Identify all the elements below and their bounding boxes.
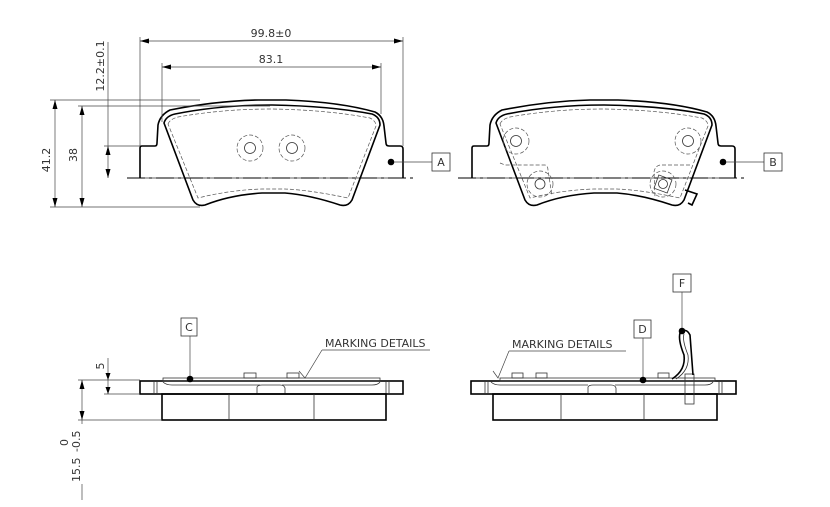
reference-dot: [719, 158, 727, 166]
reference-dot: [186, 375, 194, 383]
callout-d-box: [633, 319, 652, 339]
marking-details-right: MARKING DETAILS: [512, 338, 613, 351]
top-left-pad-view: A 99.8±0 83.1 41.2 38 12.2±0.1: [40, 27, 451, 208]
hole: [278, 134, 306, 162]
hole: [502, 127, 530, 155]
top-right-pad-view: B: [458, 99, 783, 207]
dim-total-thickness: 15.5: [70, 458, 83, 483]
marking-details-left: MARKING DETAILS: [325, 337, 426, 350]
callout-b-box: [763, 152, 783, 172]
bottom-right-side-view: D F MARKING DETAILS: [470, 273, 737, 421]
dim-plate-thickness: 5: [94, 363, 107, 370]
reference-dot: [678, 327, 686, 335]
hole: [236, 134, 264, 162]
reference-dot: [639, 376, 647, 384]
dim-total-thickness-tol-lower: -0.5: [70, 431, 83, 452]
dim-overall-width: 99.8±0: [251, 27, 292, 40]
callout-b: B: [769, 156, 777, 169]
reference-dot: [387, 158, 395, 166]
dim-ear-height: 12.2±0.1: [94, 40, 107, 91]
dim-inner-width: 83.1: [259, 53, 284, 66]
dim-total-thickness-tol-upper: 0: [58, 439, 71, 446]
hole: [674, 127, 702, 155]
wear-sensor-wire: [671, 329, 695, 405]
dim-pad-height: 38: [67, 148, 80, 162]
hole: [649, 170, 677, 198]
callout-a-box: [431, 152, 451, 172]
callout-c-box: [180, 317, 198, 337]
bottom-left-side-view: C MARKING DETAILS 5 15.5 0 -0.5: [58, 317, 430, 500]
hole: [526, 170, 554, 198]
callout-c: C: [185, 321, 193, 334]
callout-d: D: [638, 323, 646, 336]
callout-f: F: [679, 277, 685, 290]
callout-a: A: [437, 156, 445, 169]
dim-overall-height: 41.2: [40, 148, 53, 173]
